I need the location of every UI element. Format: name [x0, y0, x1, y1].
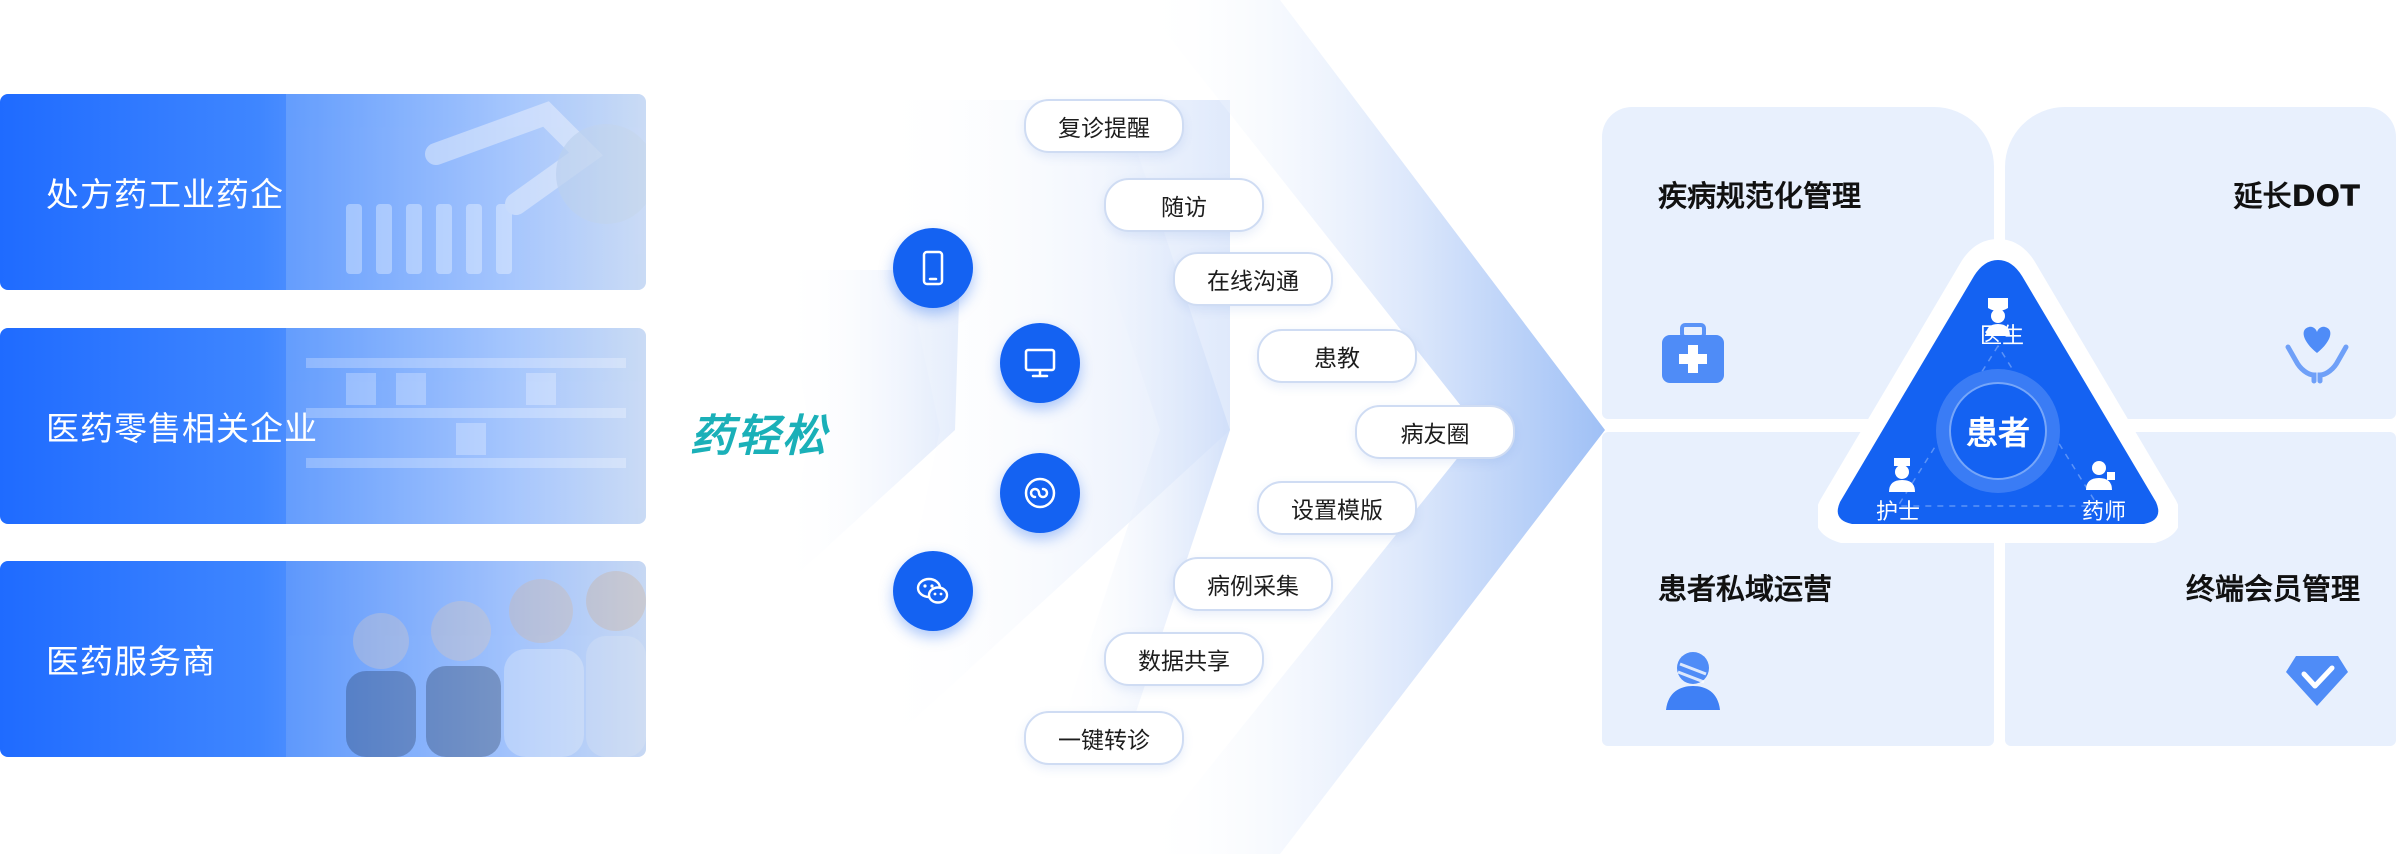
- brand-logo: 药轻松: [690, 411, 828, 462]
- mobile-phone-icon: [922, 250, 944, 286]
- heart-in-hands-icon: [2285, 326, 2349, 384]
- role-nurse: 护士: [1876, 500, 1921, 525]
- channel-pc[interactable]: [1000, 323, 1080, 403]
- channel-miniprogram[interactable]: [1000, 453, 1080, 533]
- monitor-icon: [1024, 348, 1056, 378]
- mini-program-icon: [1024, 477, 1056, 509]
- service-pill[interactable]: 数据共享: [1104, 632, 1264, 686]
- service-pill[interactable]: 病友圈: [1355, 405, 1515, 459]
- patient-center-label: 患者: [1965, 414, 2030, 452]
- pharmacy-photo: [286, 328, 646, 524]
- service-pill[interactable]: 一键转诊: [1024, 711, 1184, 765]
- service-pill[interactable]: 在线沟通: [1173, 252, 1333, 306]
- nurse-icon: [1889, 458, 1915, 492]
- channel-wechat[interactable]: [893, 551, 973, 631]
- medical-kit-icon: [1662, 323, 1724, 383]
- role-doctor: 医生: [1980, 324, 2025, 349]
- industry-label: 医药服务商: [46, 642, 216, 681]
- quadrant-title: 终端会员管理: [2185, 572, 2360, 606]
- wechat-icon: [916, 577, 949, 604]
- service-pill[interactable]: 随访: [1104, 178, 1264, 232]
- industry-card-pharma: 处方药工业药企: [0, 94, 646, 290]
- patient-avatar-icon: [1666, 652, 1720, 710]
- industry-card-service: 医药服务商: [0, 561, 646, 757]
- quadrant-title: 延长DOT: [2233, 179, 2360, 213]
- industry-label: 医药零售相关企业: [46, 409, 318, 448]
- meeting-photo: [286, 561, 646, 757]
- factory-photo: [286, 94, 646, 290]
- service-pill[interactable]: 病例采集: [1173, 557, 1333, 611]
- service-pill[interactable]: 设置模版: [1257, 481, 1417, 535]
- quadrant-title: 疾病规范化管理: [1658, 179, 1862, 213]
- industry-label: 处方药工业药企: [46, 175, 284, 214]
- service-pill[interactable]: 复诊提醒: [1024, 99, 1184, 153]
- doctor-icon: [1986, 298, 2010, 336]
- diamond-check-icon: [2286, 656, 2348, 706]
- industry-card-retail: 医药零售相关企业: [0, 328, 646, 524]
- quadrant-title: 患者私域运营: [1658, 572, 1833, 606]
- patient-triangle: [1818, 239, 2178, 543]
- channel-mobile[interactable]: [893, 228, 973, 308]
- role-pharmacist: 药师: [2082, 500, 2127, 525]
- service-pill[interactable]: 患教: [1257, 329, 1417, 383]
- pharmacist-icon: [2086, 461, 2115, 490]
